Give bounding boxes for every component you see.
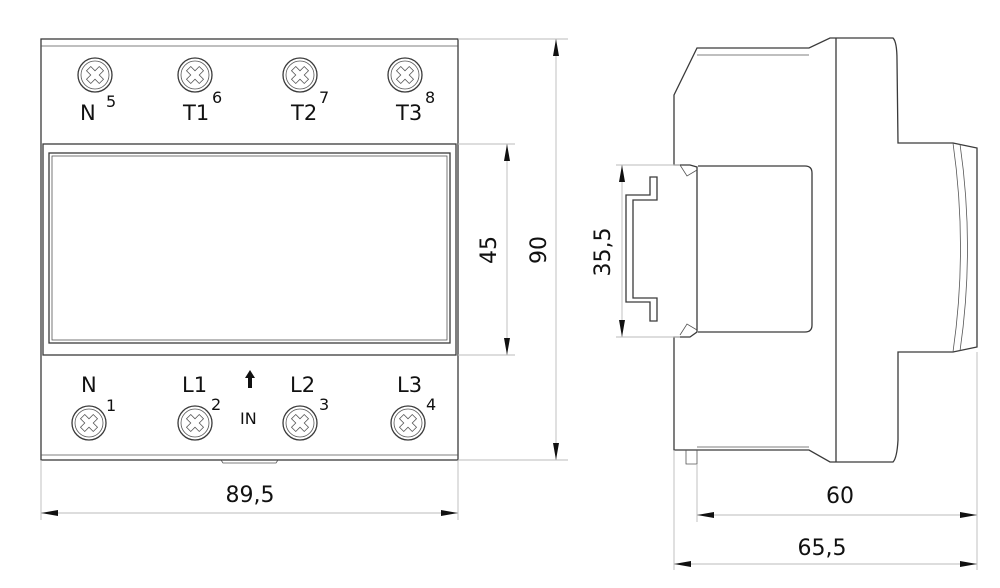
depth-label: 60	[826, 484, 854, 509]
screw-icon	[282, 405, 318, 441]
side-housing	[673, 37, 978, 463]
display-band	[42, 143, 457, 356]
front-view: N 5 T1 6 T2 7 T3 8 N 1 L1 2 L2 3 L3 4 IN	[40, 38, 459, 464]
din-rail-icon	[625, 176, 658, 322]
height-label: 90	[527, 236, 552, 264]
side-view	[625, 37, 978, 465]
screw-icon	[390, 405, 426, 441]
terminal-number: 3	[319, 395, 329, 414]
screw-icon	[177, 57, 213, 93]
top-terminals: N 5 T1 6 T2 7 T3 8	[77, 57, 435, 125]
side-dimensions: 35,5 60 65,5	[591, 164, 978, 570]
terminal-label: T1	[182, 101, 209, 125]
screw-icon	[71, 405, 107, 441]
terminal-number: 2	[211, 395, 221, 414]
terminal-label: L2	[290, 373, 315, 397]
total-depth-label: 65,5	[798, 536, 847, 561]
front-cover-curve	[952, 142, 968, 353]
front-housing	[40, 38, 459, 461]
terminal-number: 7	[319, 88, 329, 107]
terminal-label: T2	[290, 101, 317, 125]
width-label: 89,5	[226, 483, 275, 508]
front-dimensions: 45 90 89,5	[40, 38, 568, 520]
clip-tab	[685, 450, 698, 465]
terminal-number: 4	[426, 395, 436, 414]
terminal-label: L1	[182, 373, 207, 397]
din-slot	[698, 165, 813, 333]
din-rail-label: 35,5	[591, 228, 616, 277]
bottom-terminals: N 1 L1 2 L2 3 L3 4 IN	[71, 370, 436, 441]
input-label: IN	[240, 409, 257, 428]
din-clip	[220, 459, 279, 464]
terminal-number: 5	[106, 92, 116, 111]
arrow-up-icon	[245, 370, 255, 388]
display-window	[48, 152, 451, 344]
terminal-label: T3	[395, 101, 422, 125]
terminal-number: 1	[106, 396, 116, 415]
screw-icon	[387, 57, 423, 93]
window-height-label: 45	[477, 236, 502, 264]
terminal-label: N	[80, 101, 96, 125]
terminal-label: N	[81, 373, 97, 397]
screw-icon	[282, 57, 318, 93]
terminal-number: 8	[425, 88, 435, 107]
terminal-label: L3	[397, 373, 422, 397]
screw-icon	[77, 57, 113, 93]
terminal-number: 6	[212, 88, 222, 107]
screw-icon	[177, 405, 213, 441]
